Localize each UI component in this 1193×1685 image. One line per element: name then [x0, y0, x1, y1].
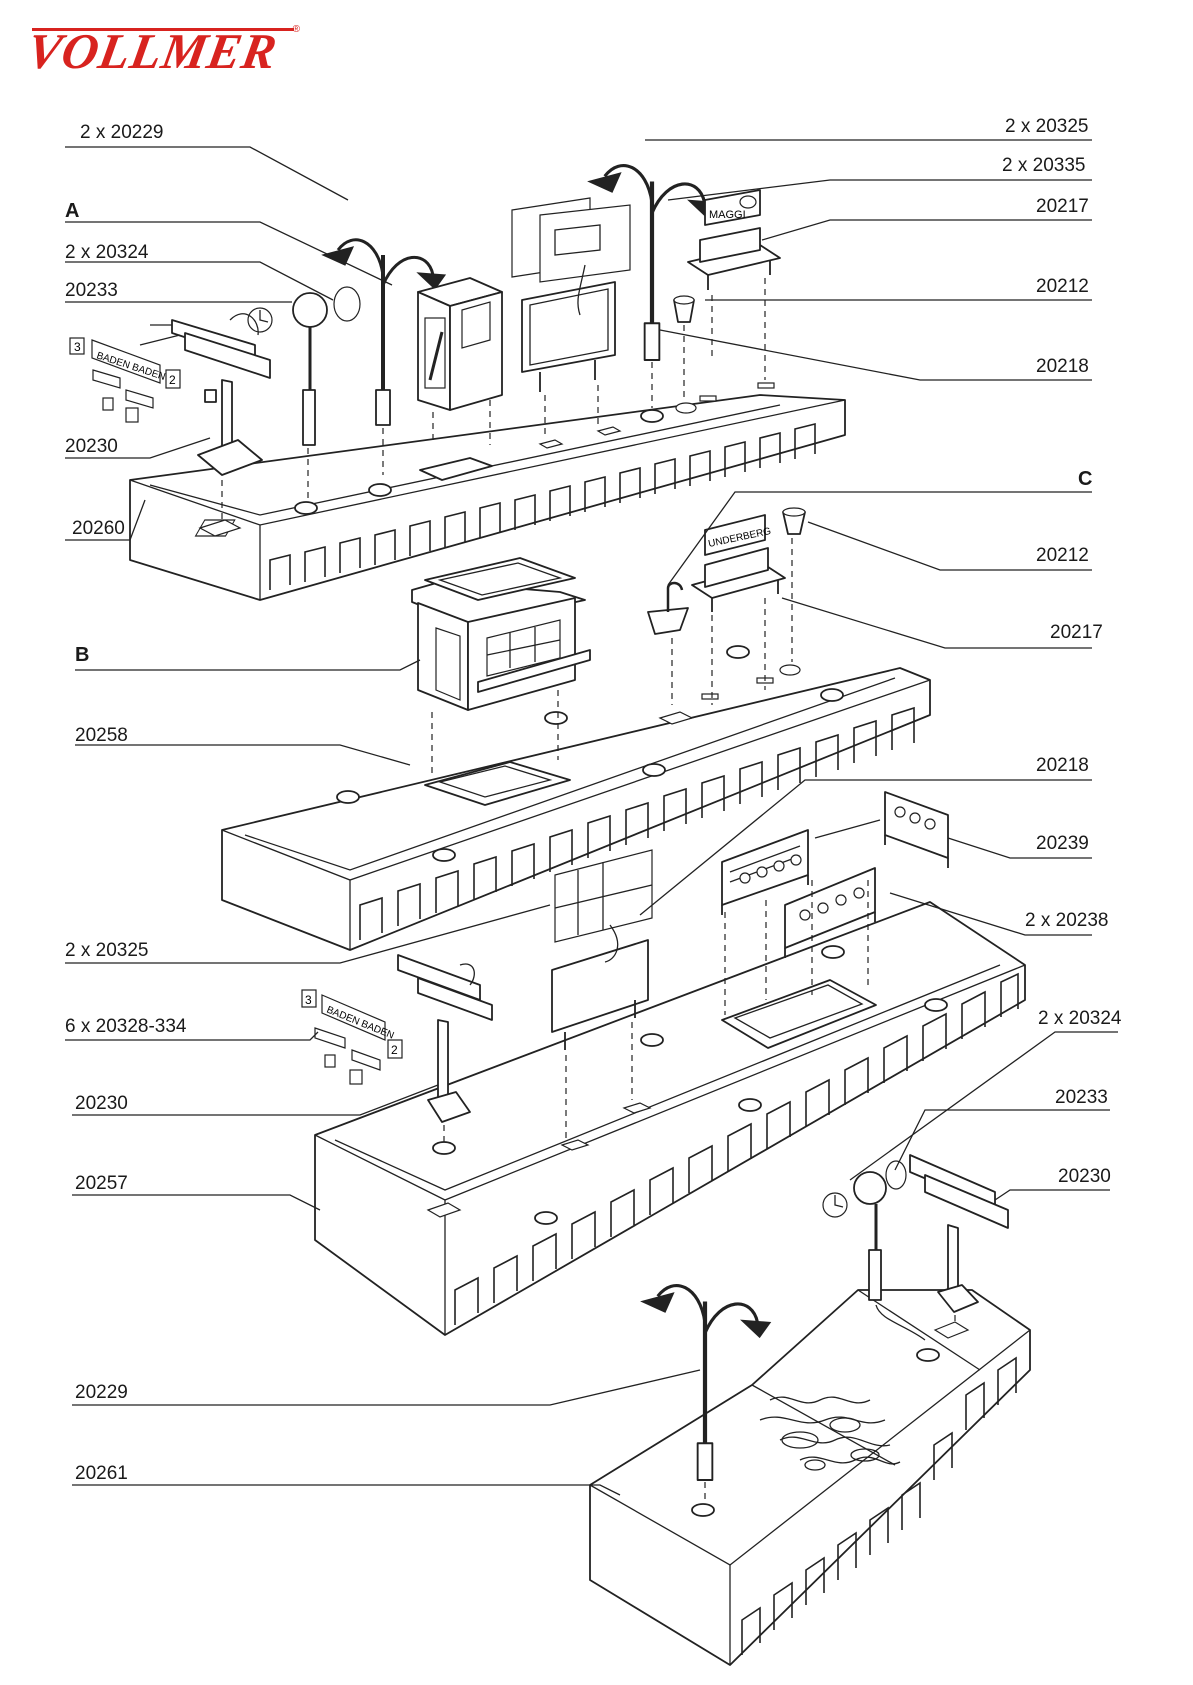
fence-20239 — [815, 792, 948, 868]
sign-number-3-a: 3 — [74, 340, 81, 354]
label-20230-second: 20230 — [75, 1093, 128, 1115]
label-20218: 20218 — [1036, 356, 1089, 378]
label-20257: 20257 — [75, 1173, 128, 1195]
label-20260: 20260 — [72, 518, 125, 540]
label-20217-second: 20217 — [1050, 622, 1103, 644]
label-20258: 20258 — [75, 725, 128, 747]
label-2x20335: 2 x 20335 — [1002, 155, 1085, 177]
label-20261: 20261 — [75, 1463, 128, 1485]
label-group-c: C — [1078, 468, 1092, 490]
label-2x20324: 2 x 20324 — [65, 242, 148, 264]
label-20217: 20217 — [1036, 196, 1089, 218]
label-20233: 20233 — [65, 280, 118, 302]
label-20212: 20212 — [1036, 276, 1089, 298]
fountain-c — [648, 583, 688, 705]
bench-20217-c: UNDERBERG — [692, 515, 785, 705]
notice-board-a — [512, 198, 630, 438]
label-20233-right: 20233 — [1055, 1087, 1108, 1109]
label-group-b: B — [75, 644, 89, 666]
label-2x20238: 2 x 20238 — [1025, 910, 1108, 932]
label-20230: 20230 — [65, 436, 118, 458]
bin-20212-c — [783, 508, 805, 662]
label-2x20324-right: 2 x 20324 — [1038, 1008, 1121, 1030]
sign-number-3-b: 3 — [305, 993, 312, 1007]
phone-booth-a — [418, 278, 502, 445]
label-20230-right: 20230 — [1058, 1166, 1111, 1188]
label-group-a: A — [65, 200, 79, 222]
kiosk-b — [412, 558, 590, 778]
label-20218-second: 20218 — [1036, 755, 1089, 777]
label-6x20328-334: 6 x 20328-334 — [65, 1016, 187, 1038]
sign-maggi: MAGGI — [709, 209, 746, 221]
bench-20217-a: MAGGI — [688, 190, 780, 380]
sign-number-2-b: 2 — [391, 1043, 398, 1057]
label-2x20325-left: 2 x 20325 — [65, 940, 148, 962]
label-20239: 20239 — [1036, 833, 1089, 855]
label-2x20229: 2 x 20229 — [80, 122, 163, 144]
label-20229: 20229 — [75, 1382, 128, 1404]
label-2x20325-right: 2 x 20325 — [1005, 116, 1088, 138]
sign-number-2-a: 2 — [169, 373, 176, 387]
bin-20212-a — [674, 296, 694, 400]
label-20212-second: 20212 — [1036, 545, 1089, 567]
ramp-20261 — [590, 1290, 1030, 1665]
